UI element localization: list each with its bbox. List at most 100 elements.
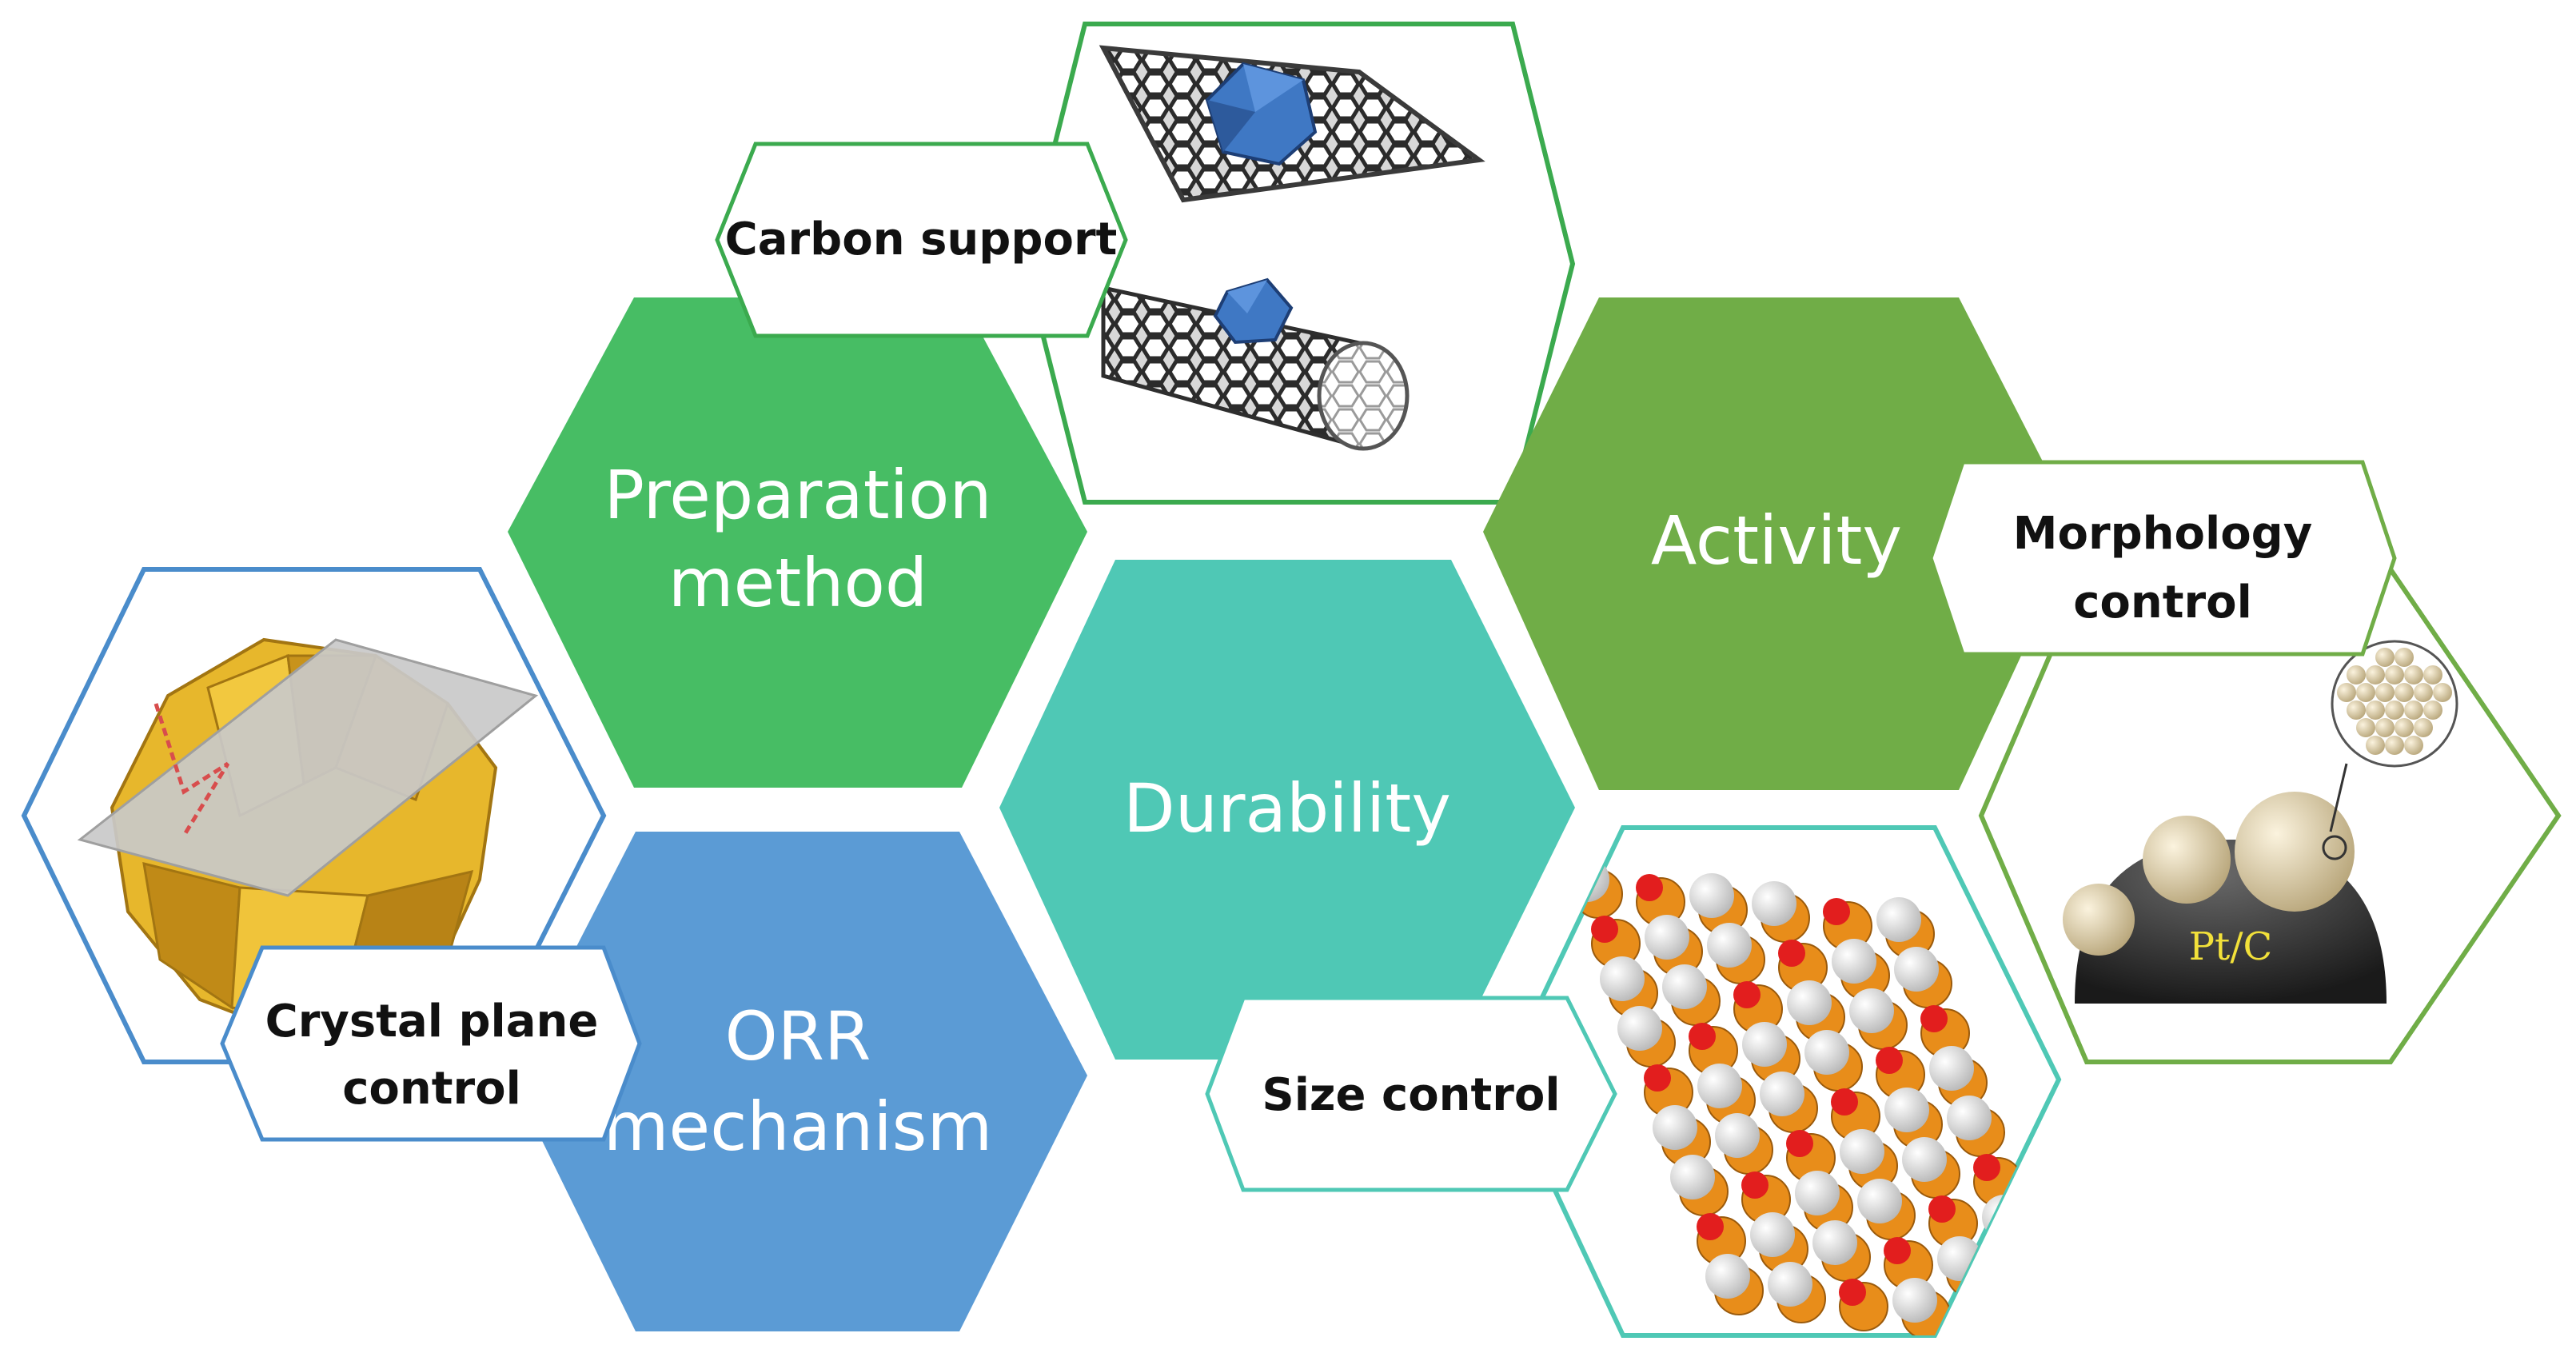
- durability-hexagon: Durability: [999, 560, 1575, 1060]
- red-atom-icon: [1697, 1213, 1724, 1240]
- red-atom-icon: [1644, 1064, 1671, 1092]
- white-atom-icon: [1565, 857, 1609, 902]
- pt-atom-icon: [2414, 683, 2433, 702]
- crystal-control-label: control: [342, 1063, 521, 1115]
- white-atom-icon: [1892, 1278, 1937, 1323]
- preparation-label: Preparation: [604, 456, 991, 534]
- red-atom-icon: [1778, 940, 1805, 967]
- white-atom-icon: [1750, 1212, 1795, 1257]
- white-atom-icon: [1670, 1155, 1715, 1199]
- pt-atom-icon: [2395, 718, 2414, 737]
- pt-atom-icon: [2385, 736, 2404, 755]
- pt-atom-icon: [2404, 665, 2423, 684]
- pt-atom-icon: [2366, 736, 2385, 755]
- white-atom-icon: [1902, 1137, 1947, 1182]
- pt-atom-icon: [2395, 683, 2414, 702]
- carbon-support-tag: Carbon support: [715, 142, 1128, 338]
- size-control-label: Size control: [1262, 1069, 1560, 1121]
- pt-atom-icon: [2375, 718, 2395, 737]
- crystal-plane-icon: [77, 638, 539, 897]
- white-atom-icon: [1937, 1236, 1982, 1281]
- white-atom-icon: [1955, 1286, 2000, 1331]
- pt-atom-icon: [2375, 683, 2395, 702]
- method-label: method: [668, 544, 927, 622]
- pt-atom-icon: [2433, 683, 2452, 702]
- size-control-illustration: [1500, 825, 2062, 1338]
- red-atom-icon: [1733, 981, 1761, 1008]
- orange-atom-icon: [1991, 1207, 2040, 1256]
- white-atom-icon: [1715, 1113, 1760, 1158]
- red-atom-icon: [1876, 1047, 1903, 1074]
- white-atom-icon: [1697, 1064, 1742, 1108]
- white-atom-icon: [1857, 1179, 1902, 1223]
- mechanism-label: mechanism: [604, 1088, 993, 1166]
- red-atom-icon: [1636, 874, 1663, 901]
- durability-label: Durability: [1123, 769, 1451, 848]
- pt-atom-icon: [2423, 665, 2442, 684]
- red-atom-icon: [1928, 1195, 1956, 1223]
- white-atom-icon: [1849, 988, 1894, 1033]
- carbon-support-illustration: [1022, 22, 1576, 505]
- red-atom-icon: [1689, 1023, 1716, 1050]
- pt-atom-icon: [2375, 648, 2395, 667]
- white-atom-icon: [1600, 956, 1645, 1001]
- red-atom-icon: [1839, 1279, 1866, 1306]
- activity-hexagon: Activity: [1483, 297, 2079, 790]
- orr-mechanism-hexagon: ORR mechanism: [510, 832, 1087, 1331]
- pt-atom-icon: [2414, 718, 2433, 737]
- pt-atom-icon: [2347, 665, 2366, 684]
- crystal-plane-control-tag: Crystal plane control: [220, 945, 642, 1142]
- white-atom-icon: [1982, 1195, 2027, 1239]
- white-atom-icon: [1662, 964, 1707, 1009]
- orange-atom-icon: [2026, 1306, 2059, 1335]
- morphology-control-label: control: [2073, 577, 2252, 629]
- pt-atom-icon: [2385, 665, 2404, 684]
- white-atom-icon: [1705, 1254, 1750, 1299]
- pt-atom-icon: [2404, 736, 2423, 755]
- white-atom-icon: [1689, 873, 1734, 918]
- pt-atom-icon: [2385, 700, 2404, 720]
- red-atom-icon: [1786, 1130, 1813, 1157]
- white-atom-icon: [1876, 897, 1921, 942]
- white-atom-icon: [1617, 1006, 1662, 1051]
- pt-atom-icon: [2356, 683, 2375, 702]
- red-atom-icon: [1831, 1088, 1858, 1116]
- red-atom-icon: [1591, 916, 1618, 943]
- white-atom-icon: [1812, 1220, 1857, 1265]
- pt-particle-icon: [2063, 884, 2135, 956]
- white-atom-icon: [1752, 881, 1796, 926]
- morphology-label: Morphology: [2013, 508, 2313, 560]
- white-atom-icon: [1787, 980, 1832, 1025]
- carbon-nanotube-icon: [1101, 277, 1410, 451]
- white-atom-icon: [1947, 1096, 1992, 1140]
- pt-particle-large-icon: [2235, 792, 2355, 912]
- pt-atom-icon: [2395, 648, 2414, 667]
- white-atom-icon: [1795, 1171, 1840, 1215]
- white-atom-icon: [1760, 1072, 1804, 1116]
- carbon-support-label: Carbon support: [725, 214, 1118, 265]
- pt-atom-icon: [2404, 700, 2423, 720]
- pt-atom-icon: [2423, 700, 2442, 720]
- pt-atom-icon: [2366, 665, 2385, 684]
- red-atom-icon: [1823, 898, 1850, 925]
- pt-atom-icon: [2356, 718, 2375, 737]
- size-control-tag: Size control: [1205, 996, 1617, 1192]
- preparation-method-hexagon: Preparation method: [508, 297, 1087, 788]
- white-atom-icon: [1884, 1088, 1929, 1132]
- red-atom-icon: [1973, 1154, 2000, 1181]
- atom-lattice-icon: [1565, 857, 2059, 1335]
- white-atom-icon: [1832, 939, 1876, 984]
- orange-atom-icon: [2008, 1256, 2058, 1306]
- pt-particle-icon: [2143, 816, 2231, 904]
- morphology-control-tag: Morphology control: [1928, 460, 2397, 657]
- red-atom-icon: [1884, 1237, 1911, 1264]
- white-atom-icon: [1894, 947, 1939, 992]
- white-atom-icon: [1804, 1030, 1849, 1075]
- pt-atom-icon: [2347, 700, 2366, 720]
- orr-label: ORR: [725, 997, 871, 1076]
- pt-atom-icon: [2366, 700, 2385, 720]
- orange-atom-icon: [1964, 1298, 2013, 1335]
- white-atom-icon: [1742, 1022, 1787, 1067]
